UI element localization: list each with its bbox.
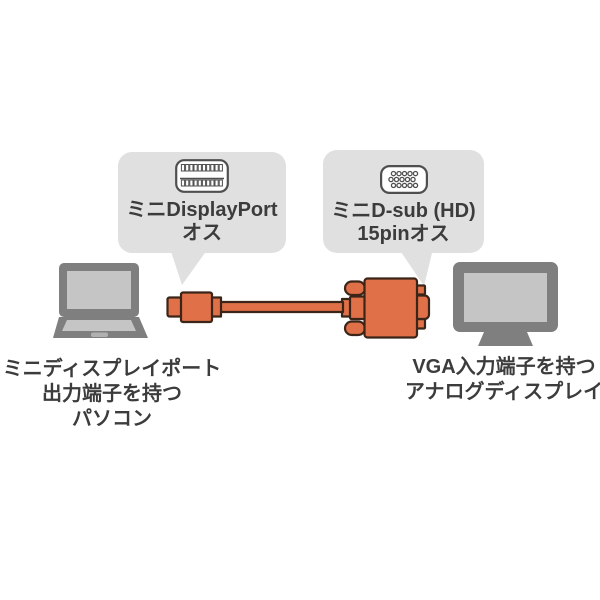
monitor-icon — [453, 262, 558, 346]
mini-displayport-plug-tip — [166, 296, 183, 318]
caption-laptop: ミニディスプレイポート 出力端子を持つ パソコン — [0, 357, 227, 432]
vga-thumbscrew-top — [343, 280, 367, 297]
callout-left-line-1: ミニDisplayPort — [126, 199, 278, 221]
mini-dsub-15pin-connector-icon — [379, 165, 428, 194]
caption-display-line-1: VGA入力端子を持つ — [412, 356, 596, 378]
vga-plug-body — [363, 277, 419, 339]
callout-mini-dsub: ミニD-sub (HD) 15pinオス — [323, 150, 484, 253]
mini-displayport-to-vga-cable-illustration — [166, 277, 431, 339]
callout-tail-left — [170, 250, 207, 285]
caption-laptop-line-1: ミニディスプレイポート — [2, 358, 222, 380]
callout-right-line-1: ミニD-sub (HD) — [331, 200, 476, 222]
laptop-icon — [53, 263, 148, 338]
caption-display: VGA入力端子を持つ アナログディスプレイ — [398, 355, 600, 405]
callout-left-line-2: オス — [182, 222, 222, 244]
caption-display-line-2: アナログディスプレイ — [404, 381, 600, 403]
caption-laptop-line-2: 出力端子を持つ — [42, 383, 182, 405]
callout-right-line-2: 15pinオス — [357, 223, 450, 245]
callout-tail-right — [399, 249, 433, 286]
callout-mini-displayport: ミニDisplayPort オス — [118, 152, 286, 253]
callout-left-label: ミニDisplayPort オス — [126, 199, 277, 245]
vga-thumbscrew-bottom — [343, 320, 367, 337]
mini-displayport-connector-icon — [175, 159, 229, 193]
callout-right-label: ミニD-sub (HD) 15pinオス — [331, 200, 475, 246]
caption-laptop-line-3: パソコン — [72, 408, 152, 430]
cable-cord — [217, 300, 345, 314]
mini-displayport-plug-body — [179, 291, 214, 324]
vga-dsub-tip — [414, 294, 431, 321]
